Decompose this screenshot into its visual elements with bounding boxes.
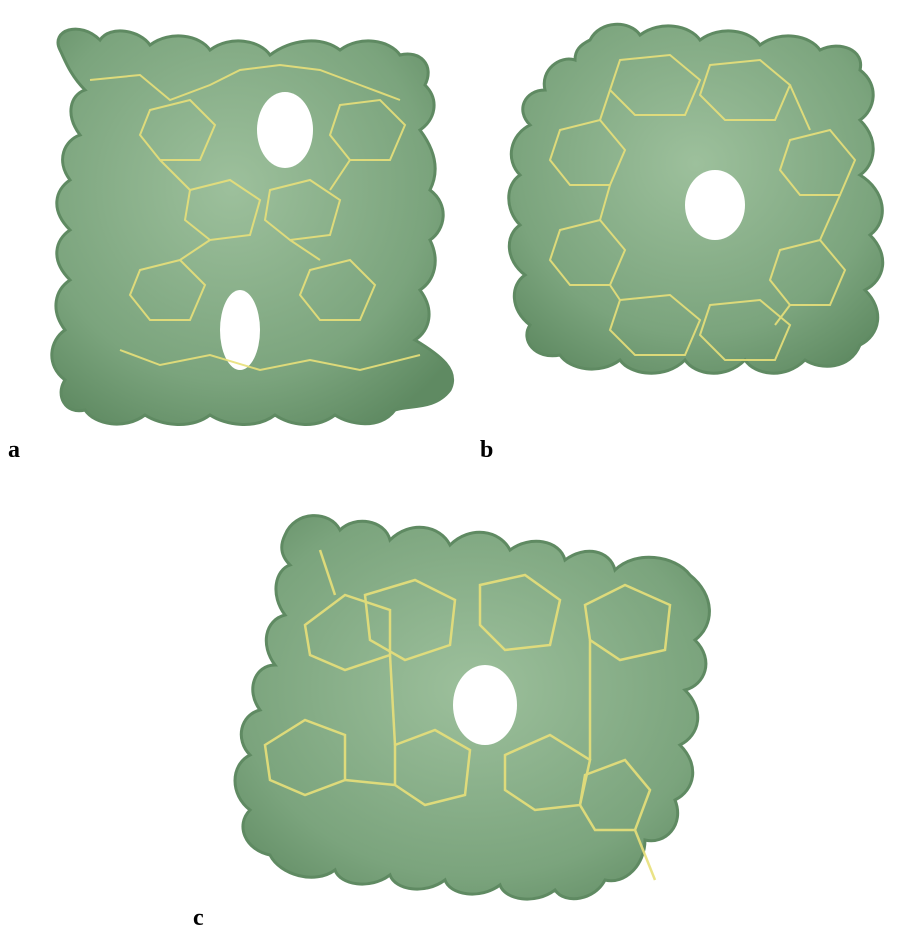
molecular-surface-panel-c <box>225 505 745 915</box>
bond-network-a <box>89 63 421 372</box>
bond-network-b <box>548 53 857 361</box>
pore-center-c <box>453 665 517 745</box>
pore-center-b <box>685 170 745 240</box>
molecular-surface-b-graphic <box>507 22 885 375</box>
panel-label-b: b <box>480 437 494 463</box>
molecular-surface-panel-a <box>40 10 480 440</box>
molecular-surface-c-graphic <box>233 514 711 901</box>
pore-bottom-a <box>220 290 260 370</box>
panel-label-c: c <box>193 905 204 931</box>
molecular-surface-panel-b <box>500 10 910 410</box>
panel-label-a: a <box>8 437 20 463</box>
molecular-surface-a-graphic <box>50 27 454 426</box>
bond-network-c <box>263 549 672 881</box>
pore-top-a <box>257 92 313 168</box>
